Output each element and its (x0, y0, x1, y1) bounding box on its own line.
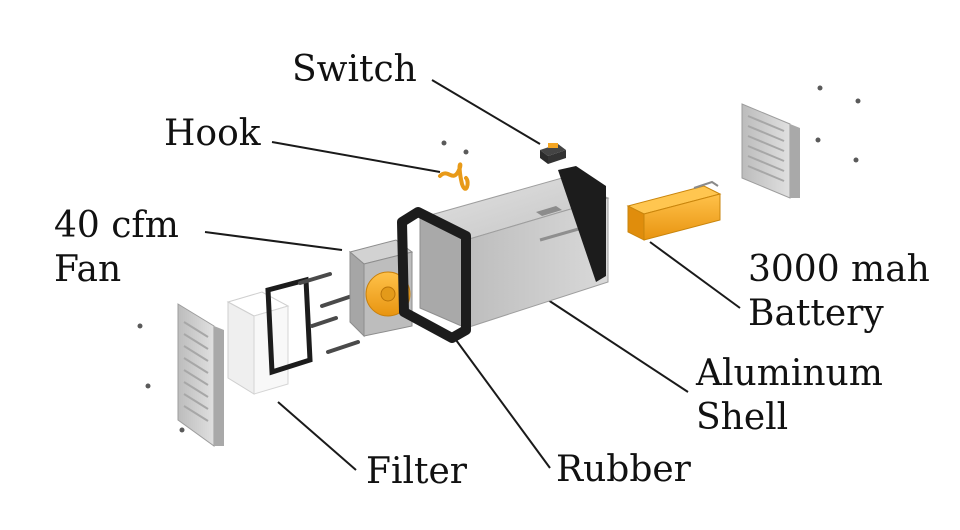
small-screws (137, 85, 861, 433)
leader-battery (649, 241, 741, 309)
filter-label: Filter (366, 450, 467, 494)
shell-label: Aluminum Shell (696, 352, 883, 440)
leader-fan (204, 231, 343, 251)
fan-label-line2: Fan (54, 249, 122, 290)
filter-frame-part (265, 276, 313, 376)
front-grille-part (177, 303, 224, 447)
hook-label-text: Hook (164, 113, 261, 154)
switch-label-text: Switch (292, 49, 417, 90)
fan-label: 40 cfm Fan (54, 204, 179, 292)
leader-rubber (455, 339, 551, 469)
leader-lines (204, 79, 741, 471)
battery-label: 3000 mah Battery (748, 248, 930, 336)
rear-grille-part (741, 103, 800, 199)
filter-label-text: Filter (366, 451, 467, 492)
switch-label: Switch (292, 48, 417, 92)
filter-part (226, 291, 290, 395)
shell-label-line2: Shell (696, 397, 789, 438)
battery-label-line1: 3000 mah (748, 249, 930, 290)
rubber-label-text: Rubber (556, 449, 691, 490)
leader-shell (544, 297, 689, 393)
shell-label-line1: Aluminum (696, 353, 883, 394)
hook-part (438, 162, 470, 191)
long-screws (298, 272, 360, 354)
battery-part (626, 180, 722, 241)
leader-switch (431, 79, 541, 145)
hook-label: Hook (164, 112, 261, 156)
rubber-caps-part (397, 166, 606, 343)
battery-label-line2: Battery (748, 293, 884, 334)
fan-label-line1: 40 cfm (54, 205, 179, 246)
leader-hook (271, 141, 441, 173)
switch-part (540, 143, 566, 164)
leader-filter (277, 401, 357, 471)
aluminum-shell-part (418, 177, 610, 329)
rubber-label: Rubber (556, 448, 691, 492)
